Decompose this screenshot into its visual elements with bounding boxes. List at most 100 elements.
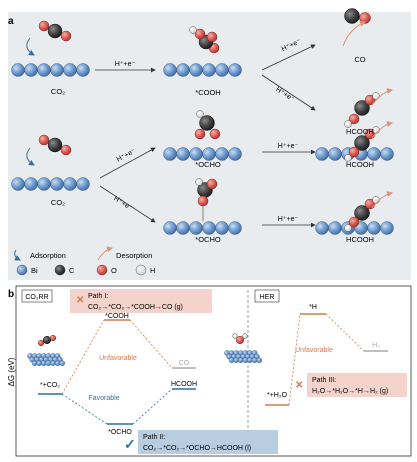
bi-atom xyxy=(202,63,216,77)
path3-label: Path III: xyxy=(312,377,336,384)
legend-c-atom xyxy=(54,264,66,276)
legend-h: H xyxy=(150,266,155,275)
bi-atom xyxy=(37,177,51,191)
bi-atom xyxy=(176,147,190,161)
oxygen-atom xyxy=(49,334,57,342)
label-co-level: CO xyxy=(179,360,190,367)
her-tag-box xyxy=(254,289,280,303)
label-unfavorable-her: Unfavorable xyxy=(295,347,333,354)
bi-atom xyxy=(251,357,258,363)
label-h-level: *H xyxy=(309,304,317,311)
legend-adsorption-arrow xyxy=(14,249,21,261)
step-label: H⁺+e⁻ xyxy=(115,61,136,68)
legend-bi: Bi xyxy=(31,266,38,275)
arrow-co2-to-ocho-bottom xyxy=(99,185,156,223)
bi-atom xyxy=(31,360,38,366)
label-hcooh: HCOOH xyxy=(346,127,374,136)
bi-atom xyxy=(215,221,229,235)
unfavorable-cross-icon: ✕ xyxy=(76,295,84,306)
panel-a-background xyxy=(8,12,411,280)
connector-fav xyxy=(61,393,108,425)
oxygen-atom xyxy=(206,31,218,43)
path2-label: Path II: xyxy=(143,434,165,441)
bi-atom xyxy=(59,360,65,366)
bi-atom xyxy=(315,221,329,235)
carbon-atom xyxy=(344,8,360,24)
bi-atom xyxy=(45,360,52,366)
bi-atom xyxy=(189,63,203,77)
arrow-cooh-to-hcooh xyxy=(261,74,316,111)
connector-her xyxy=(288,313,301,406)
label-hcooh: HCOOH xyxy=(346,160,374,169)
bi-atom xyxy=(228,63,242,77)
bi-atom xyxy=(202,147,216,161)
step-label: H⁺+e⁻ xyxy=(278,143,299,150)
oxygen-atom xyxy=(60,144,72,156)
connector-fav xyxy=(132,388,173,425)
bi-atom xyxy=(54,360,61,366)
bi-atom xyxy=(50,177,64,191)
oxygen-atom xyxy=(194,28,206,40)
oxygen-atom xyxy=(348,113,360,125)
unfavorable-cross-icon: ✕ xyxy=(295,380,303,391)
oxygen-atom xyxy=(38,20,50,32)
hydrogen-atom xyxy=(189,26,197,34)
panel-b-label: b xyxy=(8,289,14,300)
label-ocho-level: *OCHO xyxy=(108,429,132,436)
bi-atom xyxy=(50,63,64,77)
molecules xyxy=(38,8,380,232)
legend-bi-atom xyxy=(16,264,28,276)
label-h2-level: H₂ xyxy=(372,342,380,349)
bi-atom xyxy=(11,63,25,77)
oxygen-atom xyxy=(37,339,45,347)
hydrogen-atom xyxy=(372,92,380,100)
bi-atom xyxy=(24,177,38,191)
bi-atom xyxy=(189,221,203,235)
carbon-atom xyxy=(354,100,370,116)
hydrogen-atom xyxy=(242,333,248,339)
legend-adsorption: Adsorption xyxy=(30,251,66,260)
oxygen-atom xyxy=(348,146,360,158)
panel-b-frame xyxy=(15,285,412,457)
carbon-atom xyxy=(47,137,63,153)
legend-h-atom xyxy=(135,264,147,276)
legend: Adsorption Desorption Bi C O H xyxy=(14,246,155,276)
bi-atom xyxy=(63,177,77,191)
path3-equation: H₂O→*H₂O→*H→H₂ (g) xyxy=(312,388,388,395)
bi-atom xyxy=(256,357,262,363)
bi-atom xyxy=(228,147,242,161)
legend-c: C xyxy=(69,266,75,275)
desorption-arrow xyxy=(371,191,393,209)
bi-atom xyxy=(176,221,190,235)
carbon-atom xyxy=(47,23,63,39)
label-co2: CO₂ xyxy=(51,87,65,96)
arrow-co2-to-ocho-top xyxy=(99,147,156,179)
bi-atom xyxy=(202,221,216,235)
legend-o-atom xyxy=(96,264,108,276)
bi-atom xyxy=(63,63,77,77)
label-co2-level: *+CO₂ xyxy=(40,382,60,389)
bi-atom xyxy=(233,357,239,363)
bi-atom xyxy=(328,147,342,161)
label-hcooh-level: HCOOH xyxy=(171,381,197,388)
bi-atom xyxy=(50,360,56,366)
label-ocho: *OCHO xyxy=(195,160,221,169)
oxygen-atom xyxy=(359,12,371,24)
label-cooh: *COOH xyxy=(195,88,220,97)
bi-atom xyxy=(242,357,249,363)
label-h2o-level: *+H₂O xyxy=(267,392,288,399)
oxygen-atom xyxy=(38,134,50,146)
bi-atom xyxy=(215,147,229,161)
bi-atom xyxy=(11,177,25,191)
adsorption-arrow xyxy=(26,147,35,166)
bi-slabs-panel-b xyxy=(27,333,262,366)
oxygen-atom xyxy=(206,178,218,190)
carbon-atom xyxy=(354,205,370,221)
carbon-atom xyxy=(199,115,215,131)
oxygen-atom xyxy=(194,128,206,140)
her-tag: HER xyxy=(260,294,275,301)
co2rr-tag-box xyxy=(21,289,53,303)
oxygen-atom xyxy=(235,335,245,345)
carbon-atom xyxy=(354,135,370,151)
bi-atom xyxy=(380,221,394,235)
